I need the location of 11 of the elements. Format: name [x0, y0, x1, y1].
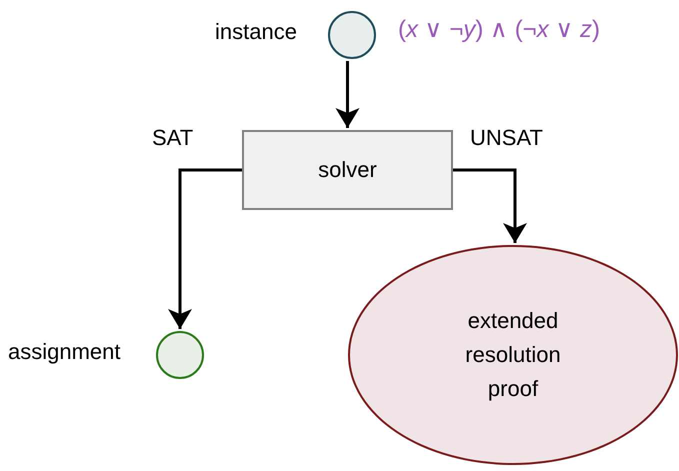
- formula-text: (x ∨ ¬y) ∧ (¬x ∨ z): [398, 18, 600, 42]
- node-label: extended resolution proof: [464, 307, 562, 403]
- edge-label: SAT: [152, 127, 194, 149]
- node-caption: instance: [215, 21, 297, 43]
- node-label: solver: [318, 156, 377, 184]
- arrow: [168, 168, 242, 329]
- process-box: [242, 130, 453, 210]
- arrow: [453, 168, 527, 243]
- arrow: [336, 61, 360, 128]
- node-caption: assignment: [8, 341, 121, 363]
- edge-label: UNSAT: [470, 127, 543, 149]
